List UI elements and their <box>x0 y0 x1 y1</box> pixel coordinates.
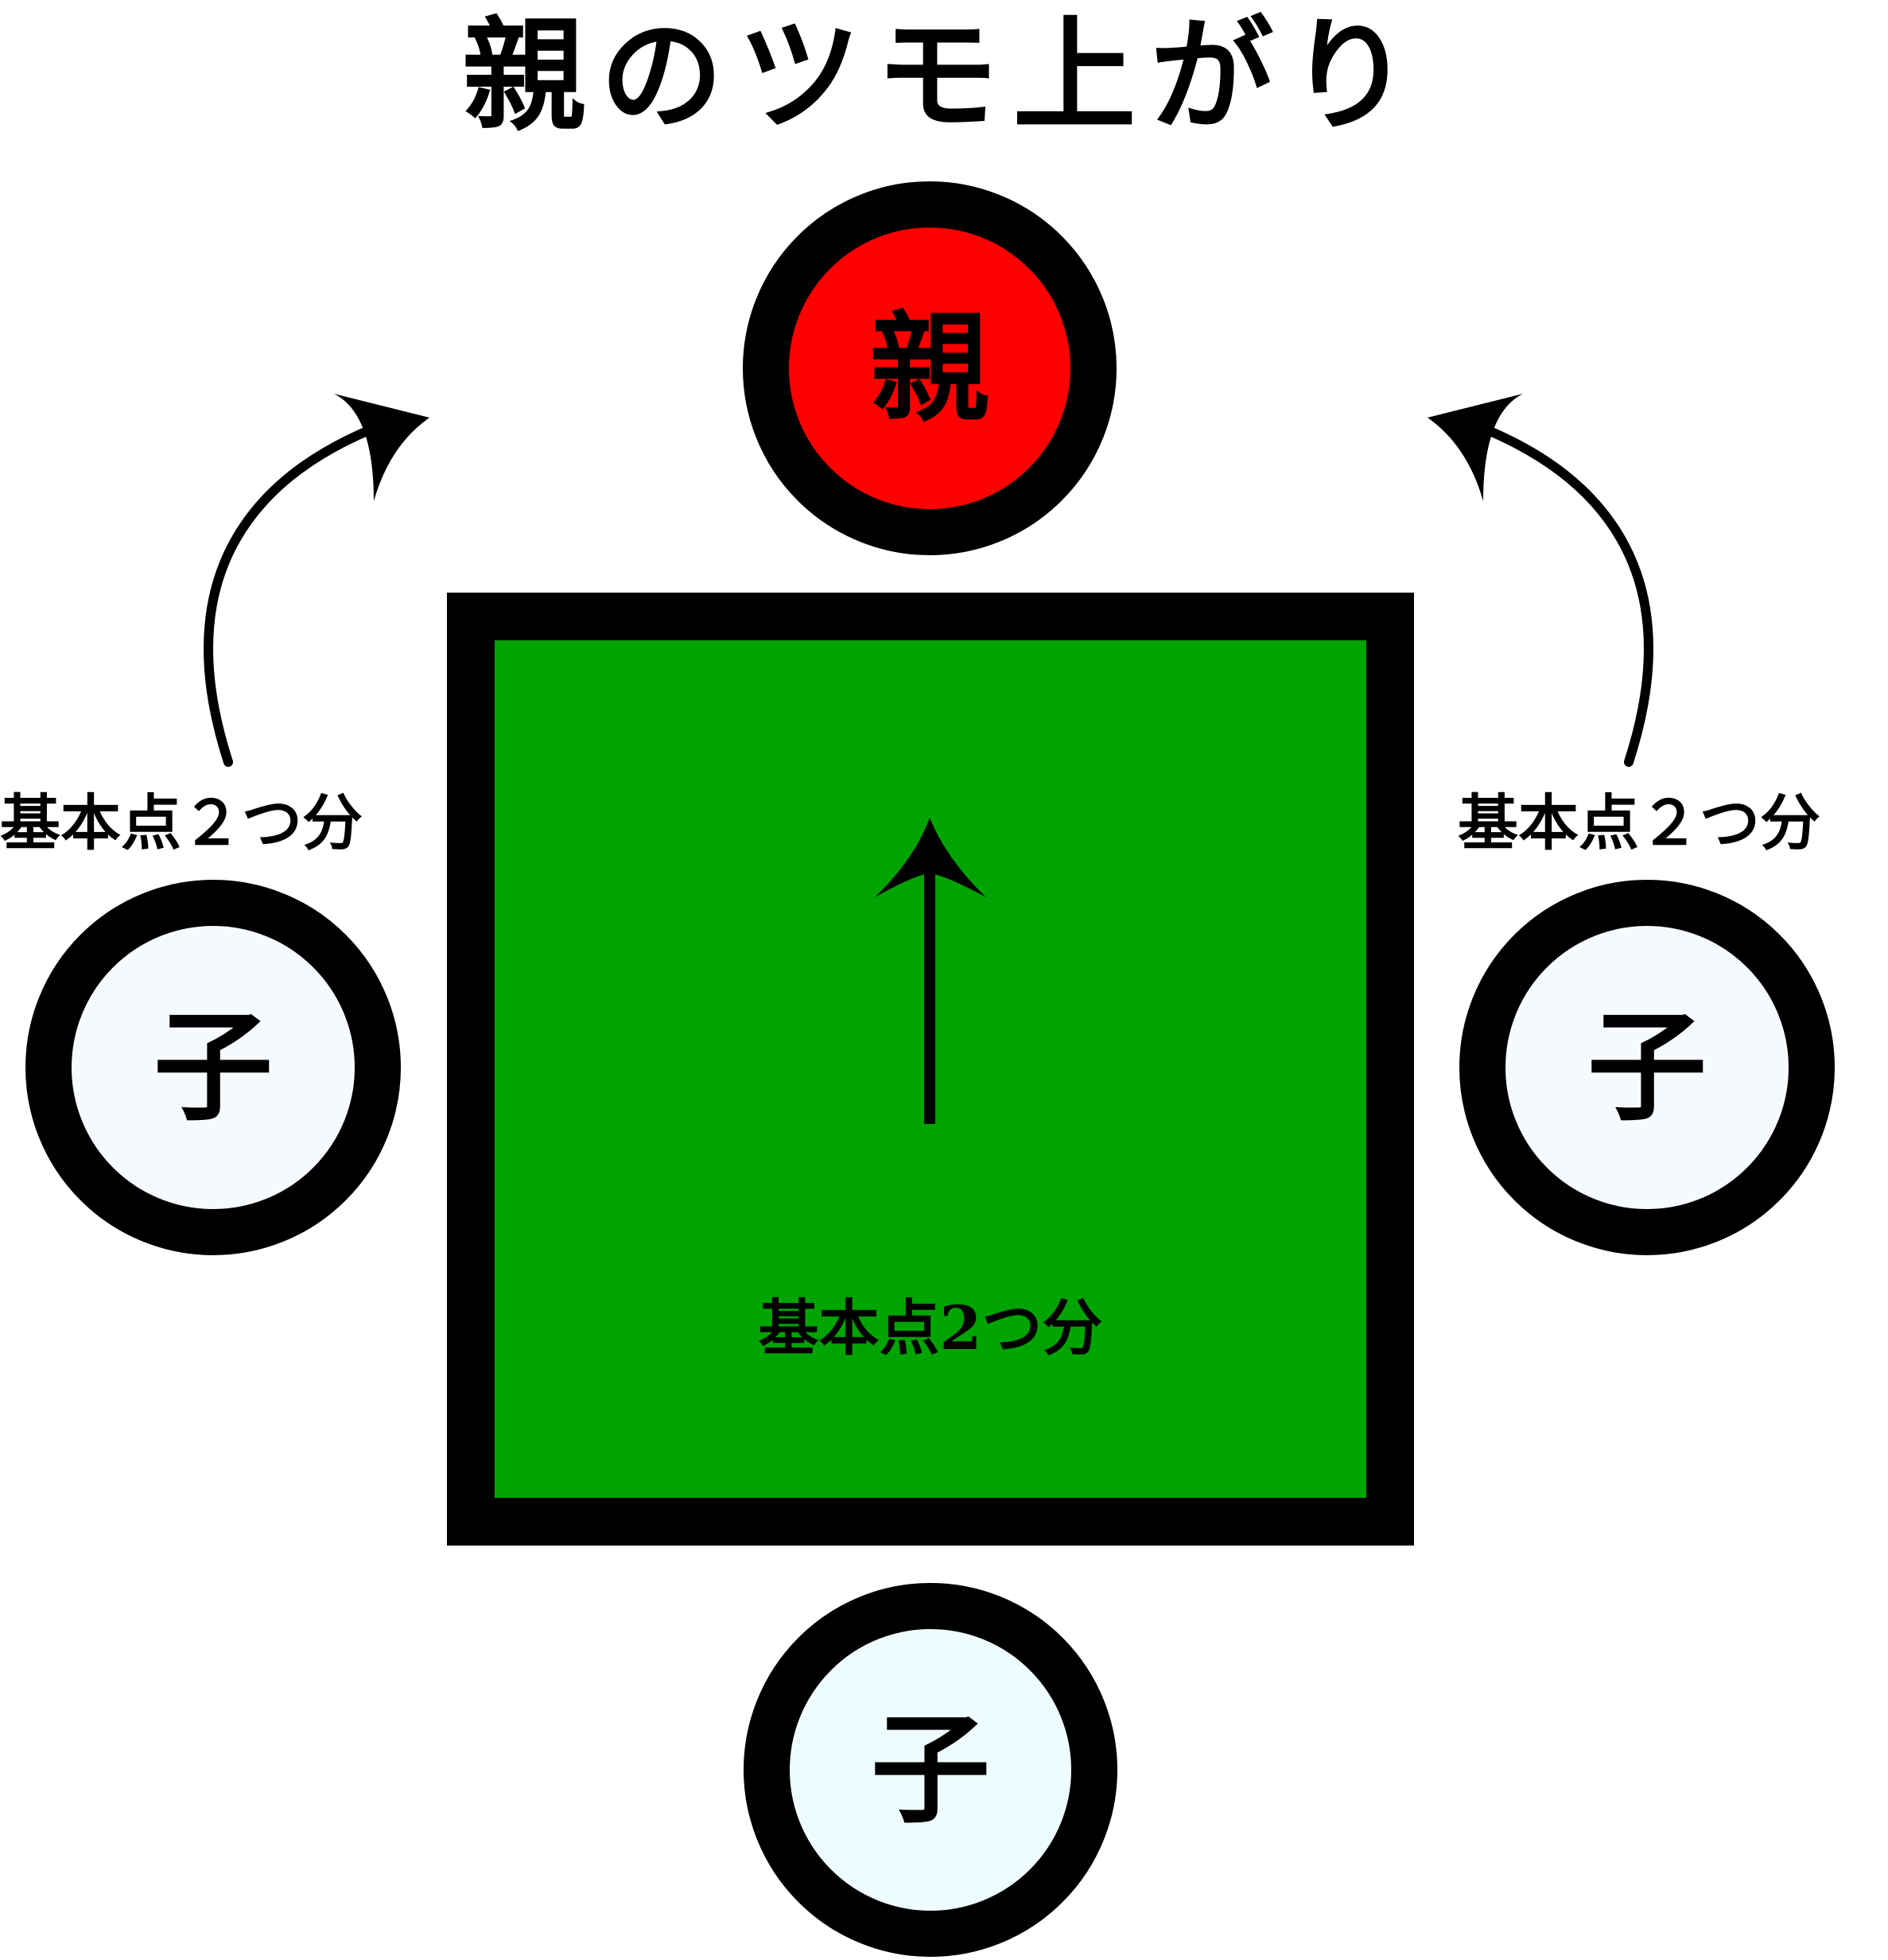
right-non-dealer-seat: 子 <box>1459 880 1835 1255</box>
right-curved-arrow <box>1455 414 1653 767</box>
left-non-dealer-seat: 子 <box>25 880 401 1255</box>
bottom-non-dealer-seat-label: 子 <box>870 1700 990 1840</box>
left-payment-label: 基本点２つ分 <box>0 788 363 858</box>
dealer-seat-label: 親 <box>869 298 989 438</box>
right-non-dealer-seat-label: 子 <box>1587 998 1707 1138</box>
table-payment-label: 基本点2つ分 <box>758 1293 1103 1363</box>
right-payment-label: 基本点２つ分 <box>1458 788 1820 858</box>
left-curved-arrow <box>204 414 402 767</box>
left-arrow-head <box>334 394 429 501</box>
mahjong-table <box>447 593 1414 1546</box>
right-arrow-head <box>1428 394 1523 501</box>
diagram-title: 親のツモ上がり <box>462 2 1426 148</box>
left-non-dealer-seat-label: 子 <box>153 998 273 1138</box>
bottom-non-dealer-seat: 子 <box>744 1583 1117 1957</box>
dealer-seat: 親 <box>743 181 1117 555</box>
